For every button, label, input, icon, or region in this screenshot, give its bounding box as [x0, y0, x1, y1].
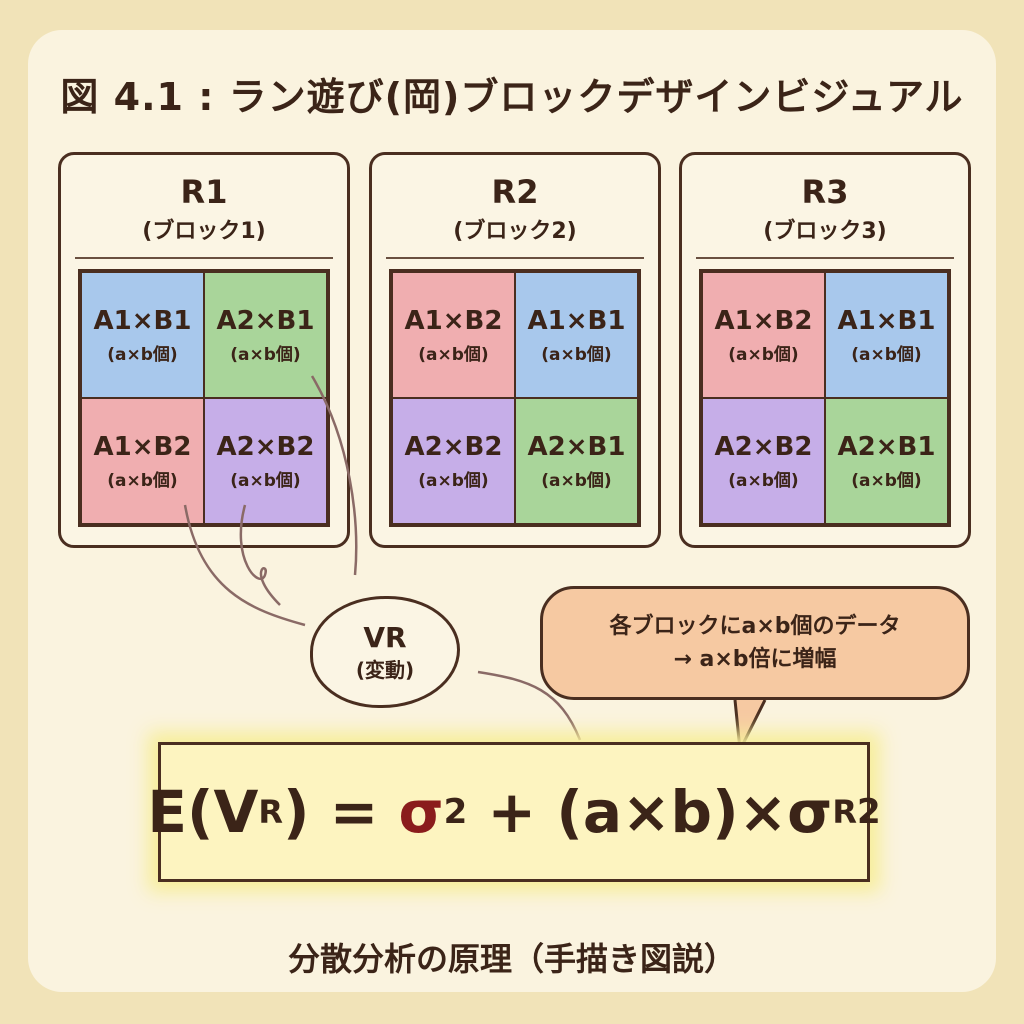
- bubble-line-2: → a×b倍に増幅: [673, 647, 837, 672]
- arrow-a1b2-to-vr: [183, 504, 306, 627]
- formula-paren: ): [282, 778, 310, 846]
- formula-sigma: σ: [398, 778, 444, 846]
- treatment-label: A2×B1: [527, 431, 626, 462]
- vr-sublabel: (変動): [355, 658, 415, 682]
- formula-lhs: E(V: [147, 778, 259, 846]
- treatment-cell: A2×B1 (a×b個): [204, 272, 327, 398]
- bubble-line-1: 各ブロックにa×b個のデータ: [609, 614, 901, 639]
- treatment-count: (a×b個): [418, 470, 489, 491]
- treatment-label: A1×B1: [93, 305, 192, 336]
- treatment-count: (a×b個): [728, 344, 799, 365]
- block-r1: R1 (ブロック1) A1×B1 (a×b個) A2×B1 (a×b個) A1×B2 (a×b…: [58, 152, 350, 548]
- formula-sub-r: R: [832, 793, 857, 831]
- treatment-count: (a×b個): [851, 344, 922, 365]
- formula-eq: =: [309, 778, 399, 846]
- treatment-cell: A2×B2 (a×b個): [702, 398, 825, 524]
- block-subtitle: (ブロック2): [453, 219, 577, 244]
- treatment-cell: A2×B1 (a×b個): [515, 398, 638, 524]
- block-subtitle: (ブロック3): [763, 219, 887, 244]
- variation-cloud: VR (変動): [310, 596, 460, 708]
- figure-title: 図 4.1 : ラン遊び(岡)ブロックデザインビジュアル: [60, 75, 964, 119]
- treatment-label: A1×B1: [527, 305, 626, 336]
- block-subtitle: (ブロック1): [142, 219, 266, 244]
- treatment-label: A1×B2: [93, 431, 192, 462]
- treatment-count: (a×b個): [230, 470, 301, 491]
- speech-bubble: 各ブロックにa×b個のデータ → a×b倍に増幅: [540, 586, 970, 700]
- treatment-cell: A1×B1 (a×b個): [81, 272, 204, 398]
- treatment-grid: A1×B2 (a×b個) A1×B1 (a×b個) A2×B2 (a×b個) A2×B1 (a…: [699, 269, 951, 527]
- treatment-label: A1×B1: [837, 305, 936, 336]
- treatment-count: (a×b個): [107, 344, 178, 365]
- treatment-cell: A1×B2 (a×b個): [702, 272, 825, 398]
- treatment-cell: A1×B2 (a×b個): [81, 398, 204, 524]
- block-title: R3: [801, 173, 849, 211]
- arrow-formula-to-vr: [477, 670, 582, 741]
- treatment-cell: A2×B1 (a×b個): [825, 398, 948, 524]
- formula-plus: +: [467, 778, 557, 846]
- treatment-label: A2×B2: [714, 431, 813, 462]
- divider: [386, 257, 644, 259]
- treatment-grid: A1×B1 (a×b個) A2×B1 (a×b個) A1×B2 (a×b個) A2×B2 (a…: [78, 269, 330, 527]
- formula-sq2: 2: [857, 792, 881, 832]
- treatment-label: A2×B2: [404, 431, 503, 462]
- formula-sub: R: [258, 793, 283, 831]
- treatment-count: (a×b個): [230, 344, 301, 365]
- treatment-grid: A1×B2 (a×b個) A1×B1 (a×b個) A2×B2 (a×b個) A2×B1 (a…: [389, 269, 641, 527]
- treatment-cell: A1×B2 (a×b個): [392, 272, 515, 398]
- arrow-a2b1-to-vr: [310, 375, 358, 576]
- block-title: R1: [180, 173, 228, 211]
- treatment-count: (a×b個): [851, 470, 922, 491]
- treatment-cell: A2×B2 (a×b個): [204, 398, 327, 524]
- treatment-count: (a×b個): [541, 344, 612, 365]
- treatment-label: A2×B2: [216, 431, 315, 462]
- treatment-count: (a×b個): [418, 344, 489, 365]
- treatment-label: A1×B2: [714, 305, 813, 336]
- treatment-label: A1×B2: [404, 305, 503, 336]
- vr-label: VR: [363, 621, 407, 654]
- formula-ab: (a×b)×σ: [556, 778, 833, 846]
- treatment-count: (a×b個): [107, 470, 178, 491]
- treatment-count: (a×b個): [728, 470, 799, 491]
- treatment-count: (a×b個): [541, 470, 612, 491]
- treatment-label: A2×B1: [216, 305, 315, 336]
- footer-caption: 分散分析の原理（手描き図説）: [287, 940, 736, 978]
- divider: [696, 257, 954, 259]
- formula-sq: 2: [443, 792, 468, 832]
- treatment-cell: A1×B1 (a×b個): [515, 272, 638, 398]
- block-r3: R3 (ブロック3) A1×B2 (a×b個) A1×B1 (a×b個) A2×B2 (a×b…: [679, 152, 971, 548]
- divider: [75, 257, 333, 259]
- treatment-cell: A1×B1 (a×b個): [825, 272, 948, 398]
- treatment-label: A2×B1: [837, 431, 936, 462]
- block-r2: R2 (ブロック2) A1×B2 (a×b個) A1×B1 (a×b個) A2×B2 (a×b…: [369, 152, 661, 548]
- arrow-a2b2-to-vr: [239, 504, 281, 606]
- block-title: R2: [491, 173, 539, 211]
- treatment-cell: A2×B2 (a×b個): [392, 398, 515, 524]
